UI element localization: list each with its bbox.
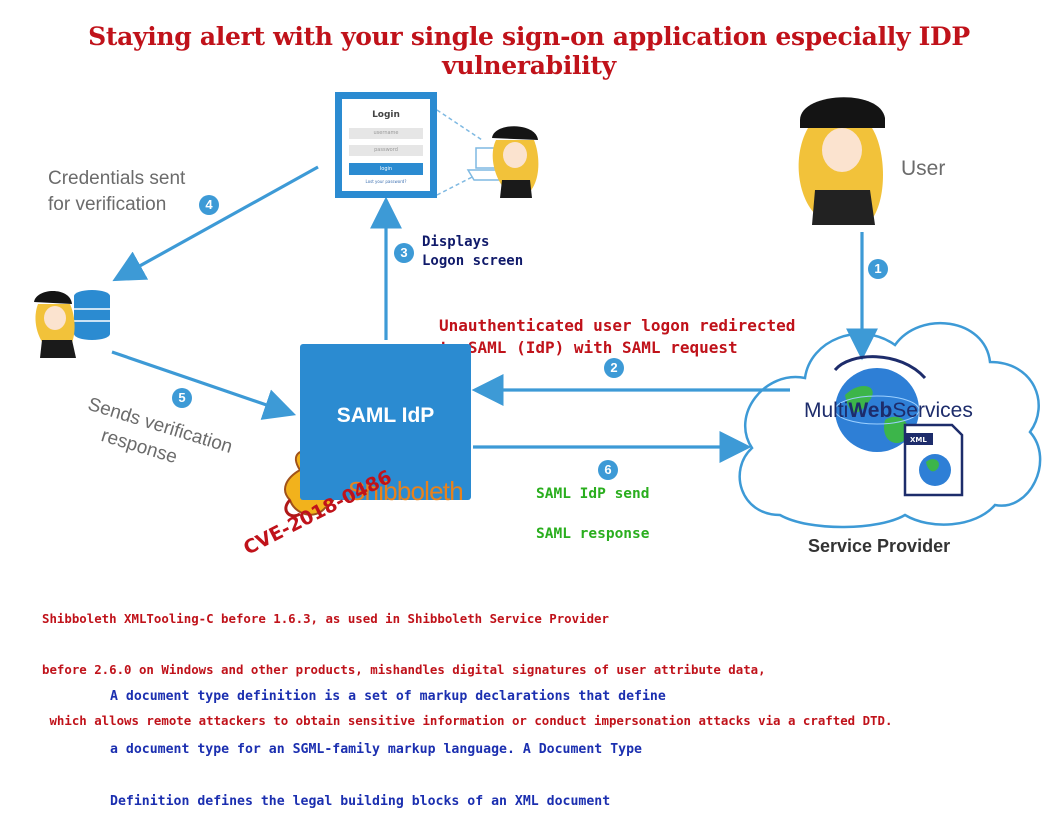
brand-suffix: Services <box>892 399 973 422</box>
dtd-description-line: a document type for an SGML-family marku… <box>110 741 642 757</box>
xml-badge-text: XML <box>910 436 927 444</box>
brand-bold: Web <box>848 399 893 422</box>
password-field: password <box>349 145 423 156</box>
redirect-line2: to SAML (IdP) with SAML request <box>439 338 738 357</box>
dtd-description-line: Definition defines the legal building bl… <box>110 794 611 809</box>
user-avatar-icon <box>798 97 885 225</box>
username-field: username <box>349 128 423 139</box>
brand-prefix: Multi <box>804 399 849 422</box>
login-button: login <box>349 163 423 175</box>
cve-description-line: which allows remote attackers to obtain … <box>42 713 893 728</box>
credentials-line2: for verification <box>48 194 167 215</box>
globe-icon <box>833 355 927 452</box>
credentials-line1: Credentials sent <box>48 168 186 189</box>
displays-label: Displays Logon screen <box>422 233 523 271</box>
cve-description: Shibboleth XMLTooling-C before 1.6.3, as… <box>42 576 892 746</box>
saml-response-line2: SAML response <box>536 526 650 542</box>
step-4-badge: 4 <box>199 195 219 215</box>
saml-idp-label: SAML IdP <box>336 404 435 427</box>
user-label: User <box>901 157 946 180</box>
login-title: Login <box>372 110 400 120</box>
step-3-badge: 3 <box>394 243 414 263</box>
dtd-description: A document type definition is a set of m… <box>110 653 666 828</box>
multiwebservices-logo: MultiWebServices <box>804 399 973 423</box>
credentials-label: Credentials sent for verification <box>48 166 185 218</box>
cve-description-line: Shibboleth XMLTooling-C before 1.6.3, as… <box>42 611 609 626</box>
sso-flow-diagram <box>34 97 1042 529</box>
database-user-icon <box>34 290 110 358</box>
step-2-badge: 2 <box>604 358 624 378</box>
step-5-badge: 5 <box>172 388 192 408</box>
redirect-label: Unauthenticated user logon redirected to… <box>439 315 795 359</box>
cve-description-line: before 2.6.0 on Windows and other produc… <box>42 662 766 677</box>
forgot-password-link: Lost your password? <box>365 179 407 184</box>
step-1-badge: 1 <box>868 259 888 279</box>
dtd-description-line: A document type definition is a set of m… <box>110 689 666 704</box>
laptop-user-icon <box>466 126 539 198</box>
saml-response-line1: SAML IdP send <box>536 486 650 502</box>
dashed-link-top <box>436 109 483 141</box>
xml-document-icon <box>903 423 964 497</box>
arrow-verification <box>111 350 297 420</box>
page-title: Staying alert with your single sign-on a… <box>88 22 970 80</box>
saml-idp-box <box>300 344 471 500</box>
displays-line1: Displays <box>422 234 490 250</box>
shibboleth-logo-text: Shibboleth <box>348 476 464 506</box>
arrow-credentials <box>112 165 319 282</box>
redirect-line1: Unauthenticated user logon redirected <box>439 316 796 335</box>
step-6-badge: 6 <box>598 460 618 480</box>
displays-line2: Logon screen <box>422 253 524 269</box>
service-provider-label: Service Provider <box>808 536 951 556</box>
